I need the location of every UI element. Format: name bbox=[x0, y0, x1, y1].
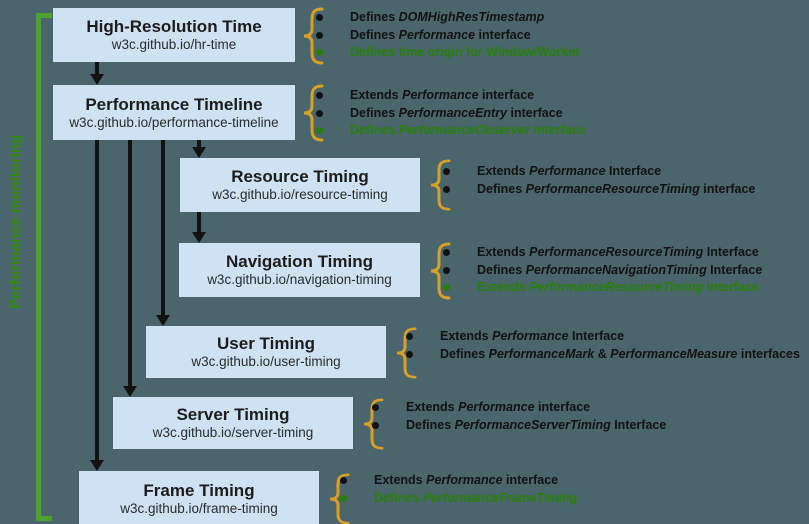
bullet-text: Extends Performance interface bbox=[374, 473, 559, 487]
bullet-item: Defines PerformanceResourceTiming interf… bbox=[443, 181, 755, 199]
brace-icon bbox=[430, 242, 451, 300]
bullet-dot-icon bbox=[406, 350, 413, 358]
spec-url: w3c.github.io/navigation-timing bbox=[207, 272, 392, 288]
spec-box-user-timing: User Timing w3c.github.io/user-timing bbox=[146, 326, 386, 378]
bullet-dot-icon bbox=[316, 127, 323, 134]
arrow-timeline-to-user bbox=[161, 140, 165, 316]
bullet-text: Extends Performance interface bbox=[350, 88, 535, 102]
spec-url: w3c.github.io/performance-timeline bbox=[69, 114, 279, 130]
spec-title: Frame Timing bbox=[143, 481, 255, 501]
bullet-item: Defines Performance interface bbox=[316, 27, 580, 45]
bullet-dot-icon bbox=[316, 49, 323, 56]
bullet-dot-icon bbox=[340, 477, 347, 484]
spec-url: w3c.github.io/server-timing bbox=[152, 425, 314, 441]
bullet-text: Extends PerformanceResourceTiming interf… bbox=[477, 280, 759, 294]
bullet-text: Defines time origin for Window/Worker bbox=[350, 45, 581, 59]
spec-box-frame-timing: Frame Timing w3c.github.io/frame-timing bbox=[79, 471, 319, 524]
bullet-dot-icon bbox=[372, 421, 379, 429]
bullet-dot-icon bbox=[443, 249, 450, 256]
bullet-text: Defines PerformanceServerTiming Interfac… bbox=[406, 417, 667, 432]
arrow-timeline-to-resource bbox=[197, 140, 201, 148]
performance-monitoring-bracket bbox=[36, 13, 52, 521]
bullet-item: Defines time origin for Window/Worker bbox=[316, 44, 580, 62]
bullet-text: Defines PerformanceResourceTiming interf… bbox=[477, 181, 756, 196]
spec-box-high-resolution-time: High-Resolution Time w3c.github.io/hr-ti… bbox=[53, 8, 295, 62]
brace-icon bbox=[430, 159, 451, 211]
spec-box-navigation-timing: Navigation Timing w3c.github.io/navigati… bbox=[179, 243, 420, 297]
bullet-item: Extends Performance interface bbox=[340, 472, 577, 490]
bullet-item: Extends Performance interface bbox=[372, 399, 666, 417]
bullet-text: Defines PerformanceMark & PerformanceMea… bbox=[440, 346, 800, 361]
bullet-dot-icon bbox=[372, 404, 379, 411]
spec-title: Server Timing bbox=[176, 405, 290, 425]
bullet-item: Defines PerformanceObserver interface bbox=[316, 122, 586, 140]
brace-icon bbox=[303, 84, 324, 142]
bullet-dot-icon bbox=[443, 168, 450, 175]
bullet-text: Defines DOMHighResTimestamp bbox=[350, 10, 545, 24]
bullet-item: Extends Performance Interface bbox=[406, 328, 800, 346]
spec-url: w3c.github.io/resource-timing bbox=[212, 187, 388, 203]
bullet-dot-icon bbox=[316, 14, 323, 21]
bullet-item: Extends PerformanceResourceTiming Interf… bbox=[443, 244, 762, 262]
bullet-dot-icon bbox=[340, 494, 347, 502]
bullet-dot-icon bbox=[316, 92, 323, 99]
spec-title: Resource Timing bbox=[231, 167, 369, 187]
arrow-down-icon bbox=[123, 386, 137, 397]
performance-monitoring-label: Performance monitoring bbox=[7, 134, 24, 310]
bullet-item: Defines PerformanceFrameTiming bbox=[340, 490, 577, 508]
spec-title: High-Resolution Time bbox=[86, 17, 262, 37]
bullet-item: Extends Performance interface bbox=[316, 87, 586, 105]
bullet-dot-icon bbox=[443, 284, 450, 291]
arrow-down-icon bbox=[90, 74, 104, 85]
spec-box-server-timing: Server Timing w3c.github.io/server-timin… bbox=[113, 397, 353, 449]
bullet-text: Extends PerformanceResourceTiming Interf… bbox=[477, 245, 759, 259]
bullet-text: Defines PerformanceFrameTiming bbox=[374, 490, 578, 505]
arrow-timeline-to-server bbox=[128, 140, 132, 387]
bullet-text: Defines Performance interface bbox=[350, 27, 531, 42]
bullet-item: Extends Performance Interface bbox=[443, 163, 755, 181]
arrow-down-icon bbox=[192, 147, 206, 158]
bullet-dot-icon bbox=[316, 31, 323, 39]
bullet-dot-icon bbox=[316, 109, 323, 117]
brace-icon bbox=[303, 7, 324, 65]
bullet-item: Defines PerformanceNavigationTiming Inte… bbox=[443, 262, 762, 280]
spec-title: Performance Timeline bbox=[85, 94, 263, 114]
arrow-down-icon bbox=[192, 232, 206, 243]
bullet-text: Defines PerformanceNavigationTiming Inte… bbox=[477, 262, 763, 277]
brace-icon bbox=[396, 327, 417, 379]
bullet-item: Defines PerformanceEntry interface bbox=[316, 105, 586, 123]
spec-title: Navigation Timing bbox=[225, 252, 374, 272]
bullet-dot-icon bbox=[406, 333, 413, 340]
arrow-down-icon bbox=[90, 460, 104, 471]
spec-url: w3c.github.io/frame-timing bbox=[120, 501, 278, 517]
spec-box-performance-timeline: Performance Timeline w3c.github.io/perfo… bbox=[53, 85, 295, 140]
bullet-text: Defines PerformanceObserver interface bbox=[350, 123, 586, 137]
arrow-timeline-to-frame bbox=[95, 140, 99, 461]
bullet-item: Extends PerformanceResourceTiming interf… bbox=[443, 279, 762, 297]
bullet-text: Extends Performance Interface bbox=[440, 329, 625, 343]
spec-title: User Timing bbox=[217, 334, 315, 354]
bullet-dot-icon bbox=[443, 266, 450, 274]
spec-box-resource-timing: Resource Timing w3c.github.io/resource-t… bbox=[180, 158, 420, 212]
bullet-text: Extends Performance Interface bbox=[477, 164, 662, 178]
bullet-item: Defines PerformanceMark & PerformanceMea… bbox=[406, 346, 800, 364]
bullet-dot-icon bbox=[443, 185, 450, 193]
spec-url: w3c.github.io/hr-time bbox=[111, 37, 237, 53]
spec-url: w3c.github.io/user-timing bbox=[191, 354, 341, 370]
bullet-item: Defines PerformanceServerTiming Interfac… bbox=[372, 417, 666, 435]
brace-icon bbox=[329, 473, 350, 524]
bullet-text: Extends Performance interface bbox=[406, 400, 591, 414]
bullet-item: Defines DOMHighResTimestamp bbox=[316, 9, 580, 27]
arrow-resource-to-navigation bbox=[197, 212, 201, 233]
bullet-list-navigation-timing: Extends PerformanceResourceTiming Interf… bbox=[443, 244, 762, 297]
bullet-text: Defines PerformanceEntry interface bbox=[350, 105, 563, 120]
arrow-down-icon bbox=[156, 315, 170, 326]
arrow-hrtime-to-timeline bbox=[95, 62, 99, 75]
